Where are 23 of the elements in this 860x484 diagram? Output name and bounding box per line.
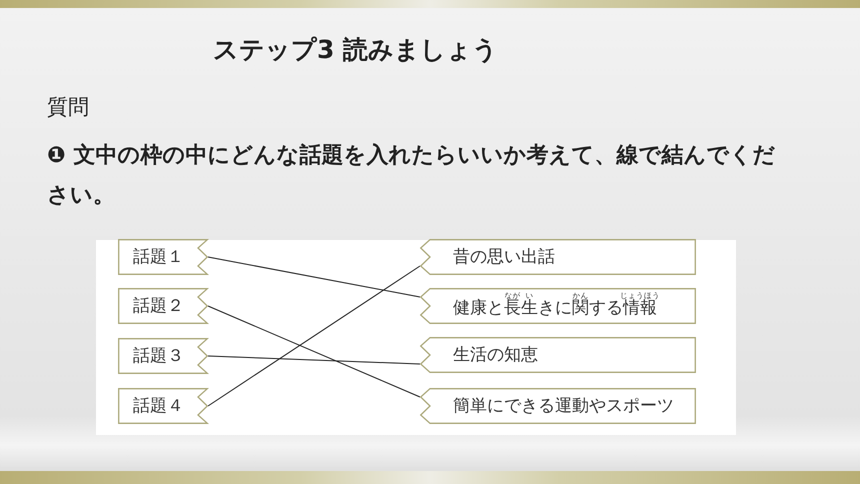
connector-line <box>208 266 420 406</box>
tag-text: 話題４ <box>133 396 184 416</box>
tag-text: 話題２ <box>133 296 184 316</box>
tag-text: 話題３ <box>133 346 184 366</box>
tag-text: 話題１ <box>133 247 184 267</box>
tag-text: 生活の知恵 <box>453 345 538 365</box>
question-text: ❶ 文中の枠の中にどんな話題を入れたらいいか考えて、線で結んでください。 <box>47 142 776 210</box>
tag-text: 簡単にできる運動やスポーツ <box>453 396 674 416</box>
tag-box <box>420 239 696 275</box>
tag-box <box>420 337 696 373</box>
connector-line <box>208 356 420 364</box>
tag-text: 健康と長生きに関する情報 <box>453 298 657 318</box>
tag-box <box>118 388 208 424</box>
tag-box <box>118 239 208 275</box>
tag-box <box>118 338 208 374</box>
section-label: 質問 <box>47 95 89 119</box>
tag-box <box>420 388 696 424</box>
tag-box <box>420 288 696 324</box>
tag-box <box>118 288 208 324</box>
connector-line <box>208 256 420 298</box>
connector-line <box>208 306 420 398</box>
tag-text: 昔の思い出話 <box>453 247 555 267</box>
page-title: ステップ3 読みましょう <box>213 35 498 65</box>
